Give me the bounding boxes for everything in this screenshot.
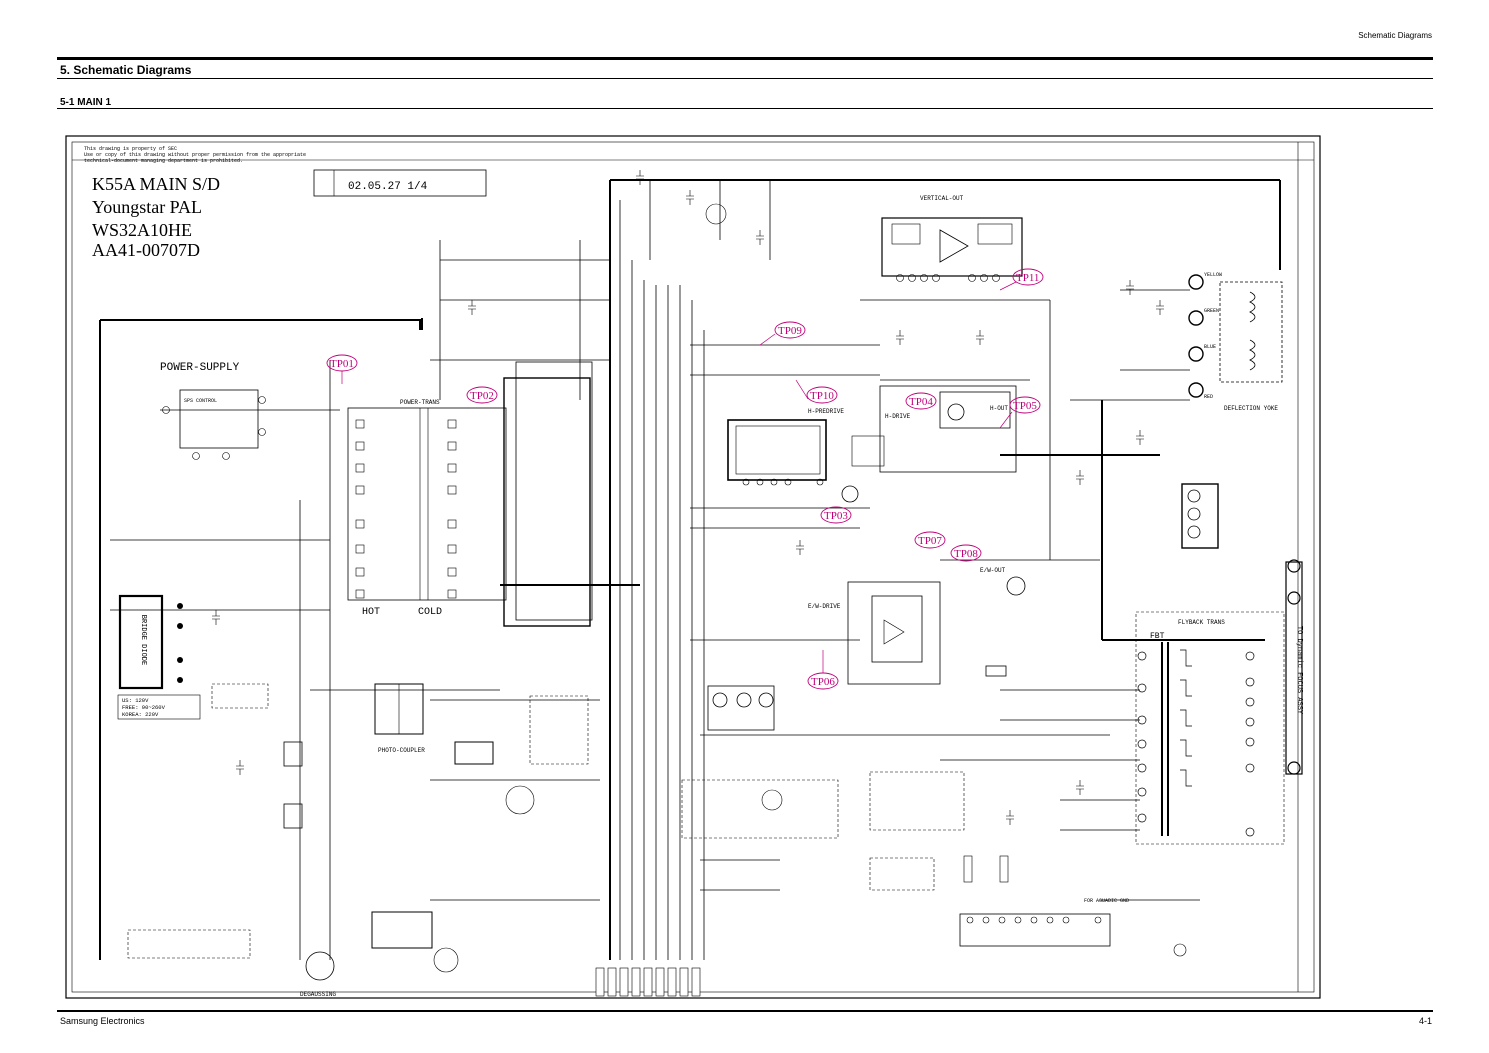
degaussing-label: DEGAUSSING bbox=[300, 991, 336, 998]
yoke-color: GREEN bbox=[1204, 308, 1219, 314]
deflection-yoke bbox=[1188, 274, 1283, 398]
component-marks bbox=[212, 170, 1187, 973]
sheet-inner-frame bbox=[71, 141, 1315, 993]
yoke-color: BLUE bbox=[1204, 344, 1216, 350]
fbt-label: FBT bbox=[1150, 632, 1165, 641]
header-category: Schematic Diagrams bbox=[1358, 31, 1432, 40]
block-label: POWER-SUPPLY bbox=[160, 362, 240, 374]
voltage-note: FREE: 90~260V bbox=[122, 704, 166, 711]
model-code: WS32A10HE bbox=[92, 220, 192, 240]
test-point: TP01 bbox=[330, 358, 354, 370]
date-box-text: 02.05.27 1/4 bbox=[348, 181, 428, 193]
svg-text:FOR AGUADIC GND: FOR AGUADIC GND bbox=[1084, 898, 1129, 904]
copyright-line: technical-document managing department i… bbox=[84, 158, 243, 164]
block-label: POWER-TRANS bbox=[400, 399, 440, 406]
test-point: TP05 bbox=[1013, 400, 1037, 412]
yoke-color: RED bbox=[1204, 394, 1213, 400]
power-supply-ic bbox=[179, 389, 259, 449]
yoke-color: YELLOW bbox=[1204, 272, 1222, 278]
dynamic-focus-label: TO Dynamic FOCUS ASSY bbox=[1295, 626, 1303, 715]
test-point: TP03 bbox=[824, 510, 848, 522]
bridge-label: BRIDGE DIODE bbox=[139, 615, 147, 665]
bridge-diode-box bbox=[118, 594, 164, 690]
footer-rule bbox=[57, 1010, 1433, 1012]
power-transformer bbox=[347, 407, 507, 601]
block-label: E/W-DRIVE bbox=[808, 603, 841, 610]
block-label: E/W-OUT bbox=[980, 567, 1006, 574]
subsection-title: 5-1 MAIN 1 bbox=[60, 97, 112, 108]
sheet-frame bbox=[65, 135, 1321, 999]
test-points bbox=[326, 268, 1044, 690]
test-point: TP08 bbox=[954, 548, 978, 560]
part-code: AA41-00707D bbox=[92, 240, 200, 260]
vertical-out-ic bbox=[881, 217, 1023, 277]
test-point: TP02 bbox=[470, 390, 494, 402]
block-label: H-PREDRIVE bbox=[808, 408, 844, 415]
test-point: TP04 bbox=[909, 396, 933, 408]
section-title: 5. Schematic Diagrams bbox=[60, 63, 192, 77]
h-predrive-box bbox=[727, 419, 827, 481]
header-rule bbox=[57, 57, 1433, 60]
page-number: 4-1 bbox=[1418, 1016, 1432, 1026]
signal-wiring bbox=[110, 180, 1200, 960]
block-label: FLYBACK TRANS bbox=[1178, 619, 1225, 626]
block-label: DEFLECTION YOKE bbox=[1224, 405, 1278, 412]
section-rule bbox=[57, 78, 1433, 79]
subsection-rule bbox=[57, 108, 1433, 109]
copyright-line: This drawing is property of SEC bbox=[84, 146, 177, 152]
power-buses bbox=[99, 179, 1281, 960]
block-label: VERTICAL-OUT bbox=[920, 195, 964, 202]
test-point: TP09 bbox=[778, 325, 802, 337]
footer-company: Samsung Electronics bbox=[60, 1016, 145, 1026]
chassis-title: Youngstar PAL bbox=[92, 197, 202, 217]
test-point: TP11 bbox=[1016, 272, 1039, 284]
model-title: K55A MAIN S/D bbox=[92, 174, 220, 194]
flyback-box bbox=[1135, 611, 1285, 845]
ic-label: SPS CONTROL bbox=[184, 398, 217, 404]
test-point: TP06 bbox=[811, 676, 835, 688]
photo-coupler-label: PHOTO-COUPLER bbox=[378, 747, 425, 754]
hot-label: HOT bbox=[362, 607, 380, 618]
voltage-note: KOREA: 220V bbox=[122, 711, 159, 718]
test-point: TP10 bbox=[810, 390, 834, 402]
cold-label: COLD bbox=[418, 607, 442, 618]
copyright-line: Use or copy of this drawing without prop… bbox=[84, 152, 306, 158]
test-point: TP07 bbox=[918, 535, 942, 547]
voltage-note: US: 120V bbox=[122, 697, 149, 704]
block-label: H-DRIVE bbox=[885, 413, 911, 420]
block-label: H-OUT bbox=[990, 405, 1008, 412]
date-box bbox=[313, 169, 487, 197]
